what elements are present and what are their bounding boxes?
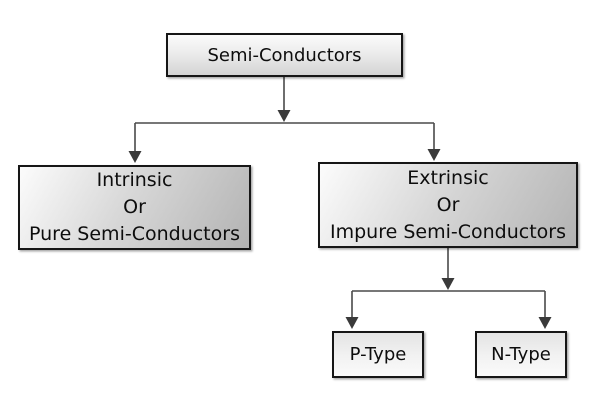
node-n-type: N-Type [475,331,567,378]
node-p-type: P-Type [332,331,424,378]
node-p-type-label: P-Type [349,344,407,365]
node-extrinsic-label-line2: Or [436,193,460,216]
node-n-type-label: N-Type [491,344,551,365]
node-semi-conductors: Semi-Conductors [166,33,403,77]
node-extrinsic-label-line3: Impure Semi-Conductors [330,220,566,243]
node-intrinsic: Intrinsic Or Pure Semi-Conductors [18,165,251,250]
arrow-down-root-icon [277,110,291,122]
node-extrinsic-label-line1: Extrinsic [407,166,489,189]
arrow-down-ptype-icon [345,317,359,329]
node-semi-conductors-label: Semi-Conductors [207,44,362,66]
node-intrinsic-label-line2: Or [123,196,146,218]
arrow-down-junction-icon [441,278,455,290]
node-extrinsic: Extrinsic Or Impure Semi-Conductors [318,162,578,248]
arrow-down-intrinsic-icon [128,151,142,163]
arrow-down-ntype-icon [538,317,552,329]
arrow-down-extrinsic-icon [427,149,441,161]
node-intrinsic-label-line1: Intrinsic [96,169,173,191]
node-intrinsic-label-line3: Pure Semi-Conductors [29,223,240,245]
